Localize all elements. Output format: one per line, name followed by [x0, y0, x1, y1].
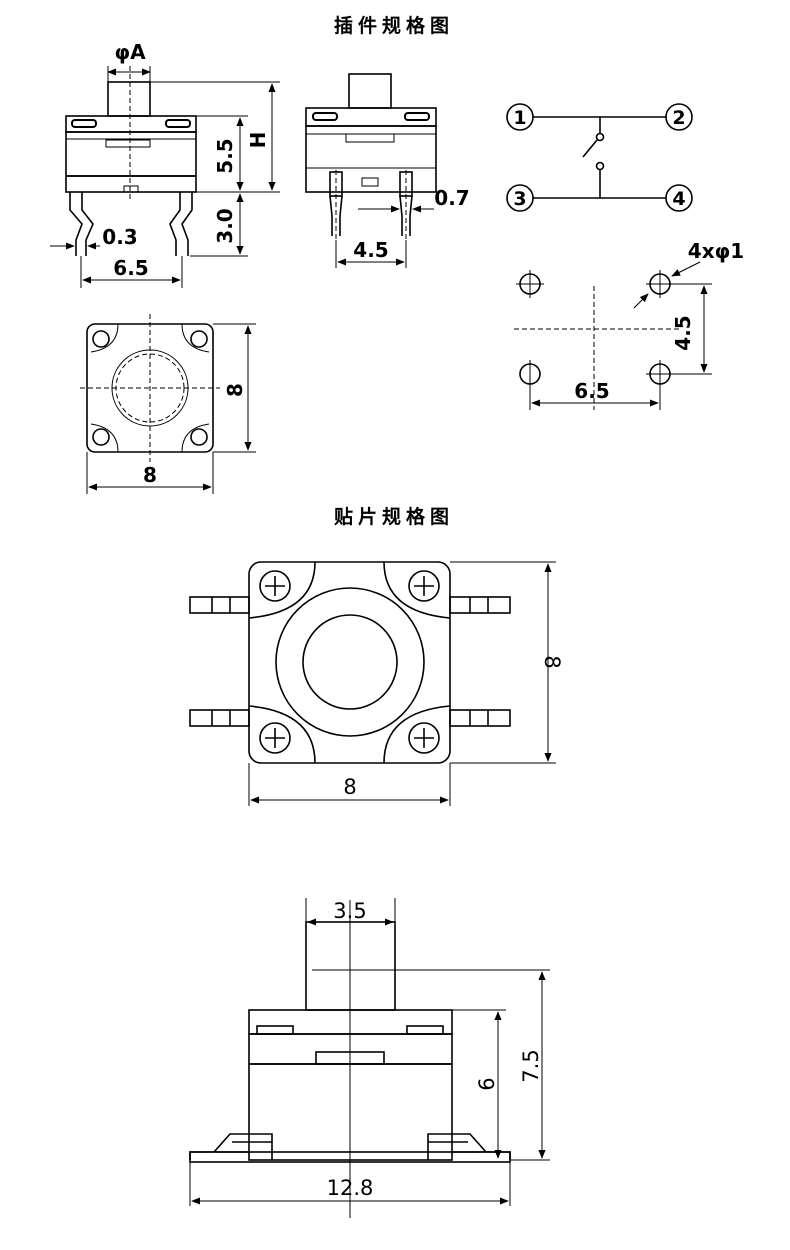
dim-3-0: 3.0: [213, 208, 237, 243]
dim-6-5-side: 6.5: [113, 256, 148, 280]
dim-phi-a: φA: [114, 40, 146, 64]
pin-1-label: 1: [513, 107, 526, 129]
th-top-view: 8 8: [80, 314, 256, 494]
th-side-view: φA H 5.5 3.0 0.3 6.5: [50, 40, 280, 288]
dim-6: 6: [475, 1077, 499, 1090]
dim-8-smd-horizontal: 8: [343, 775, 356, 799]
pin-4-label: 4: [672, 188, 685, 210]
dim-8-smd-vertical: 8: [540, 655, 564, 668]
dim-4-5-holes: 4.5: [671, 315, 695, 350]
dim-0-7: 0.7: [434, 186, 469, 210]
hole-layout: 4xφ1 4.5 6.5: [514, 239, 744, 410]
dim-4x-phi1: 4xφ1: [688, 239, 744, 263]
dim-8-th-vertical: 8: [223, 383, 247, 397]
dim-0-3: 0.3: [102, 225, 137, 249]
dim-3-5: 3.5: [333, 899, 366, 923]
pin-2-label: 2: [672, 107, 685, 129]
dim-12-8: 12.8: [327, 1176, 374, 1200]
dim-7-5: 7.5: [519, 1049, 543, 1082]
dim-h: H: [246, 132, 270, 149]
pin-3-label: 3: [513, 188, 526, 210]
smd-top-view: 8 8: [189, 561, 564, 806]
th-front-view: 0.7 4.5: [305, 73, 470, 268]
dim-8-th-horizontal: 8: [143, 463, 157, 487]
through-hole-title: 插件规格图: [334, 14, 454, 37]
dim-4-5-front: 4.5: [353, 238, 388, 262]
switch-schematic: 1 2 3 4: [506, 103, 693, 212]
dim-6-5-holes: 6.5: [574, 379, 609, 403]
smd-title: 贴片规格图: [334, 505, 454, 528]
dim-5-5: 5.5: [213, 138, 237, 173]
smd-side-view: 3.5 7.5 6 12.8: [189, 898, 550, 1218]
